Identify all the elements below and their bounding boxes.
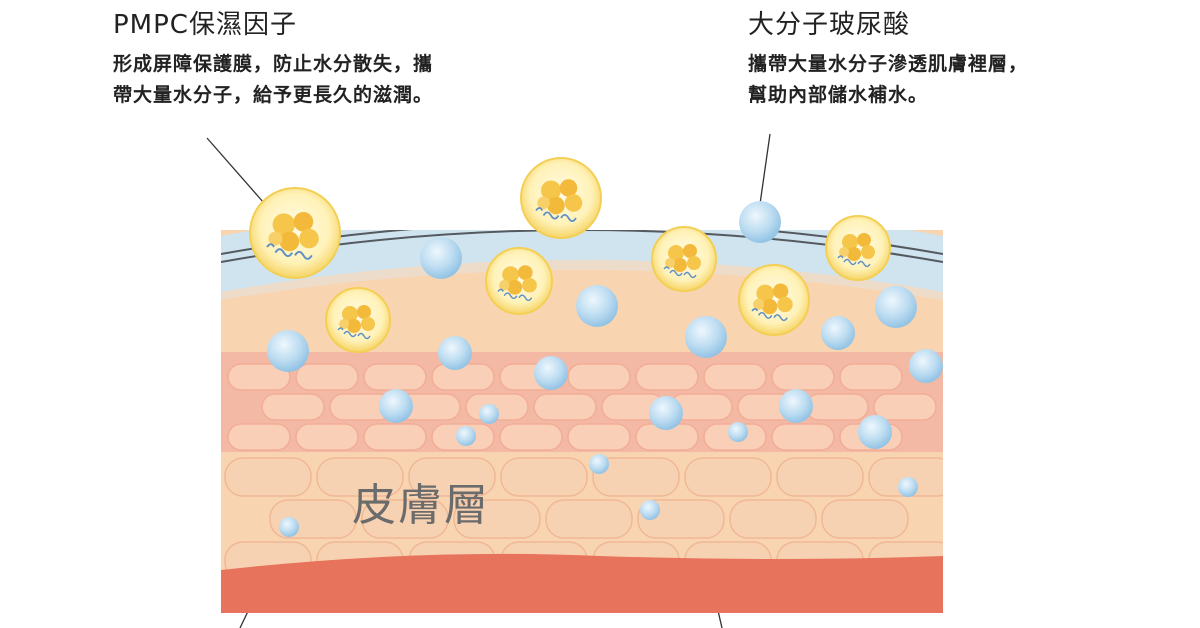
water-molecule-icon bbox=[438, 336, 472, 370]
pmpc-spheres bbox=[249, 157, 891, 353]
water-molecule-icon bbox=[267, 330, 309, 372]
hyaluronic-pointer-line bbox=[759, 133, 771, 205]
skin-layers bbox=[221, 230, 943, 613]
water-molecule-icon bbox=[640, 500, 660, 520]
water-molecule-icon bbox=[479, 404, 499, 424]
barrier-film bbox=[221, 230, 943, 292]
water-molecule-icon bbox=[898, 477, 918, 497]
dermis-layer bbox=[221, 553, 943, 613]
water-molecule-icon bbox=[779, 389, 813, 423]
pmpc-moisture-factor-icon bbox=[738, 264, 810, 336]
pmpc-caption: PMPC保濕因子 形成屏障保護膜，防止水分散失，攜 帶大量水分子，給予更長久的滋… bbox=[113, 4, 433, 111]
pmpc-description-line-1: 形成屏障保護膜，防止水分散失，攜 bbox=[113, 53, 434, 75]
water-molecule-icon bbox=[456, 426, 476, 446]
pmpc-description-line-2: 帶大量水分子，給予更長久的滋潤。 bbox=[113, 84, 434, 106]
water-molecule-icon bbox=[685, 316, 727, 358]
pmpc-moisture-factor-icon bbox=[825, 215, 891, 281]
water-molecule-icon bbox=[909, 349, 943, 383]
pmpc-pointer-line bbox=[206, 137, 265, 204]
skin-layer-label: 皮膚層 bbox=[352, 480, 490, 531]
hyaluronic-description-line-2: 幫助內部儲水補水。 bbox=[748, 84, 929, 106]
water-molecules bbox=[267, 201, 943, 537]
pmpc-moisture-factor-icon bbox=[520, 157, 602, 239]
water-molecule-icon bbox=[589, 454, 609, 474]
hyaluronic-description-line-1: 攜帶大量水分子滲透肌膚裡層， bbox=[748, 53, 1029, 75]
water-molecule-icon bbox=[534, 356, 568, 390]
water-molecule-icon bbox=[875, 286, 917, 328]
cell-pattern bbox=[227, 363, 937, 451]
pmpc-moisture-factor-icon bbox=[485, 247, 553, 315]
hyaluronic-caption: 大分子玻尿酸 攜帶大量水分子滲透肌膚裡層， 幫助內部儲水補水。 bbox=[748, 4, 1028, 111]
pmpc-moisture-factor-icon bbox=[651, 226, 717, 292]
water-molecule-icon bbox=[821, 316, 855, 350]
water-molecule-icon bbox=[420, 237, 462, 279]
water-molecule-icon bbox=[649, 396, 683, 430]
water-molecule-icon bbox=[858, 415, 892, 449]
pmpc-title: PMPC保濕因子 bbox=[113, 10, 297, 40]
hyaluronic-title: 大分子玻尿酸 bbox=[748, 10, 911, 40]
water-molecule-icon bbox=[379, 389, 413, 423]
pmpc-description: 形成屏障保護膜，防止水分散失，攜 帶大量水分子，給予更長久的滋潤。 bbox=[113, 49, 433, 111]
pmpc-moisture-factor-icon bbox=[325, 287, 391, 353]
hyaluronic-description: 攜帶大量水分子滲透肌膚裡層， 幫助內部儲水補水。 bbox=[748, 49, 1028, 111]
water-molecule-icon bbox=[739, 201, 781, 243]
water-molecule-icon bbox=[728, 422, 748, 442]
water-molecule-icon bbox=[576, 285, 618, 327]
water-molecule-icon bbox=[279, 517, 299, 537]
pmpc-moisture-factor-icon bbox=[249, 187, 341, 279]
